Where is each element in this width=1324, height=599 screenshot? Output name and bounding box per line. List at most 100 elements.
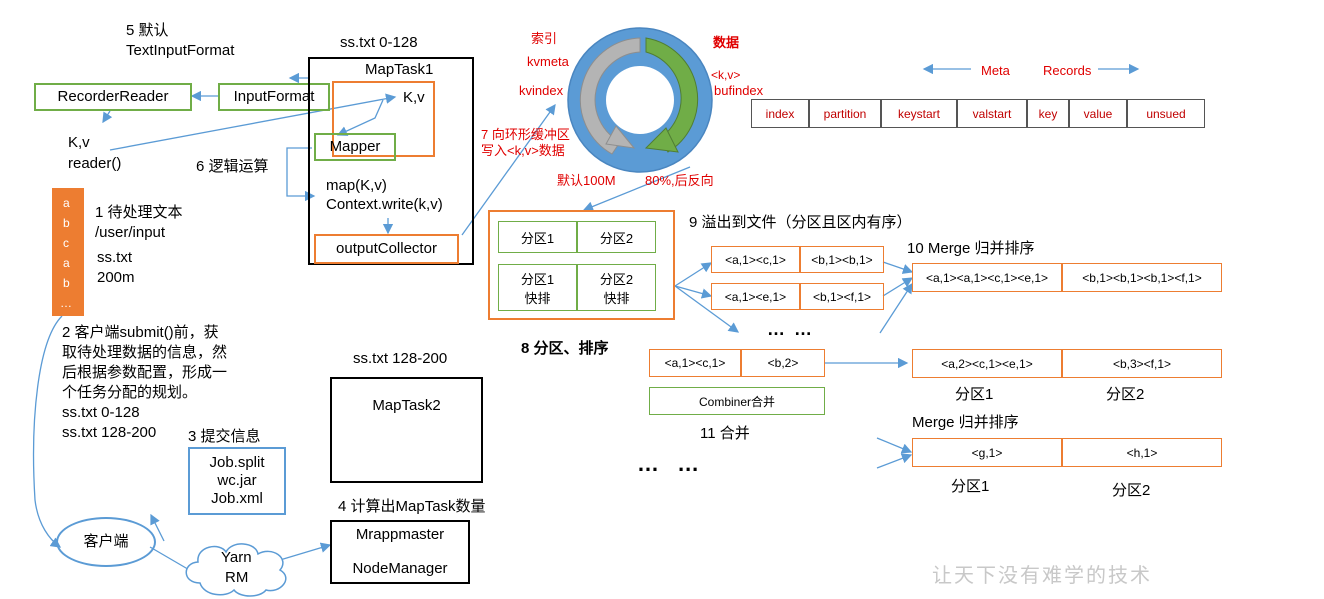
rm-label: RM bbox=[225, 569, 249, 586]
step2-line1: 2 客户端submit()前，获 bbox=[62, 324, 219, 341]
job-xml-file: Job.xml bbox=[211, 490, 263, 507]
merge-partition2: <b,1><b,1><b,1><f,1> bbox=[1062, 263, 1222, 292]
map-call: map(K,v) bbox=[326, 177, 387, 194]
recorder-reader-box: RecorderReader bbox=[34, 83, 192, 111]
step8-label: 8 分区、排序 bbox=[521, 340, 609, 357]
yarn-rm-cloud-icon bbox=[185, 543, 287, 597]
ring-kv-label: <k,v> bbox=[711, 68, 741, 82]
spill1-partition2: <b,1><b,1> bbox=[800, 246, 884, 273]
merge2-partition2: <h,1> bbox=[1062, 438, 1222, 467]
ring-kvmeta-label: kvmeta bbox=[527, 54, 569, 69]
meta-field-partition: partition bbox=[809, 99, 881, 128]
step5-label-2: TextInputFormat bbox=[126, 42, 235, 59]
yarn-label: Yarn bbox=[221, 549, 252, 566]
step1-label: 1 待处理文本 bbox=[95, 204, 183, 221]
char-ellipsis: … bbox=[60, 296, 72, 310]
kv-input-frame bbox=[332, 81, 435, 157]
partition-sort-frame bbox=[488, 210, 675, 320]
context-write-call: Context.write(k,v) bbox=[326, 196, 443, 213]
meta-label: Meta bbox=[981, 63, 1010, 78]
job-split-file: Job.split bbox=[209, 454, 265, 471]
maptask1-title: MapTask1 bbox=[365, 61, 434, 78]
merge2-p2-label: 分区2 bbox=[1112, 482, 1151, 499]
char-a1: a bbox=[63, 196, 70, 210]
ring-buffer-icon bbox=[567, 27, 713, 173]
step2-line4: 个任务分配的规划。 bbox=[62, 384, 198, 401]
partition1-cell: 分区1 bbox=[498, 221, 577, 253]
char-b1: b bbox=[63, 216, 70, 230]
combiner-in-partition2: <b,2> bbox=[741, 349, 825, 377]
reader-call-label: reader() bbox=[68, 155, 122, 172]
char-a2: a bbox=[63, 256, 70, 270]
merge2-partition1: <g,1> bbox=[912, 438, 1062, 467]
combined-p2-label: 分区2 bbox=[1106, 386, 1145, 403]
step9-label: 9 溢出到文件（分区且区内有序） bbox=[689, 214, 912, 231]
meta-field-valstart: valstart bbox=[957, 99, 1027, 128]
step7-line2: 写入<k,v>数据 bbox=[481, 143, 565, 158]
combiner-in-partition1: <a,1><c,1> bbox=[649, 349, 741, 377]
maptask1-split-header: ss.txt 0-128 bbox=[340, 34, 418, 51]
char-b2: b bbox=[63, 276, 70, 290]
spill-more-dots: … … bbox=[767, 319, 815, 339]
step5-label-1: 5 默认 bbox=[126, 22, 169, 39]
ring-kvindex-label: kvindex bbox=[519, 83, 564, 98]
maptask1-box bbox=[308, 57, 474, 265]
appmaster-box: Mrappmaster NodeManager bbox=[330, 520, 470, 584]
output-collector-box: outputCollector bbox=[314, 234, 459, 264]
step3-label: 3 提交信息 bbox=[188, 428, 261, 445]
more-maptasks-dots: … … bbox=[637, 451, 706, 476]
records-label: Records bbox=[1043, 63, 1092, 78]
partition2-cell: 分区2 bbox=[577, 221, 656, 253]
record-field-value: value bbox=[1069, 99, 1127, 128]
mapper-box: Mapper bbox=[314, 133, 396, 161]
input-path: /user/input bbox=[95, 224, 166, 241]
submit-files-box: Job.split wc.jar Job.xml bbox=[188, 447, 286, 515]
input-text-column: a b c a b … bbox=[52, 188, 84, 316]
ring-spill-threshold: 80%,后反向 bbox=[645, 173, 714, 188]
step7-line1: 7 向环形缓冲区 bbox=[481, 127, 570, 142]
ring-data-label: 数据 bbox=[713, 35, 740, 50]
spill2-partition1: <a,1><e,1> bbox=[711, 283, 800, 310]
combined-partition1: <a,2><c,1><e,1> bbox=[912, 349, 1062, 378]
mrappmaster-label: Mrappmaster bbox=[355, 526, 445, 543]
combiner-box: Combiner合并 bbox=[649, 387, 825, 415]
ring-default-size: 默认100M bbox=[557, 173, 616, 188]
step11-label: 11 合并 bbox=[700, 425, 750, 442]
kv-label: K,v bbox=[68, 134, 90, 151]
step4-label: 4 计算出MapTask数量 bbox=[338, 498, 486, 515]
record-field-key: key bbox=[1027, 99, 1069, 128]
step6-label: 6 逻辑运算 bbox=[196, 158, 269, 175]
maptask2-split-header: ss.txt 128-200 bbox=[353, 350, 448, 367]
spill2-partition2: <b,1><f,1> bbox=[800, 283, 884, 310]
char-c: c bbox=[63, 236, 69, 250]
combined-p1-label: 分区1 bbox=[955, 386, 994, 403]
maptask2-box: MapTask2 bbox=[330, 377, 483, 483]
ring-bufindex-label: bufindex bbox=[714, 83, 764, 98]
spill1-partition1: <a,1><c,1> bbox=[711, 246, 800, 273]
input-file: ss.txt bbox=[97, 249, 133, 266]
watermark: 让天下没有难学的技术 bbox=[932, 563, 1152, 587]
step2-line2: 取待处理数据的信息，然 bbox=[62, 344, 228, 361]
input-format-box: InputFormat bbox=[218, 83, 330, 111]
merge-partition1: <a,1><a,1><c,1><e,1> bbox=[912, 263, 1062, 292]
wc-jar-file: wc.jar bbox=[217, 472, 257, 489]
step2-line3: 后根据参数配置，形成一 bbox=[62, 364, 228, 381]
merge2-p1-label: 分区1 bbox=[951, 478, 990, 495]
maptask2-title: MapTask2 bbox=[372, 397, 441, 414]
split2-label: ss.txt 128-200 bbox=[62, 424, 157, 441]
split1-label: ss.txt 0-128 bbox=[62, 404, 140, 421]
step10-label: 10 Merge 归并排序 bbox=[907, 240, 1035, 257]
input-size: 200m bbox=[97, 269, 135, 286]
ring-index-label: 索引 bbox=[531, 31, 558, 46]
client-node: 客户端 bbox=[56, 517, 156, 567]
nodemanager-label: NodeManager bbox=[352, 560, 448, 577]
merge2-title: Merge 归并排序 bbox=[912, 414, 1019, 431]
record-field-unsued: unsued bbox=[1127, 99, 1205, 128]
meta-field-keystart: keystart bbox=[881, 99, 957, 128]
combined-partition2: <b,3><f,1> bbox=[1062, 349, 1222, 378]
meta-field-index: index bbox=[751, 99, 809, 128]
maptask1-kv: K,v bbox=[403, 89, 425, 106]
